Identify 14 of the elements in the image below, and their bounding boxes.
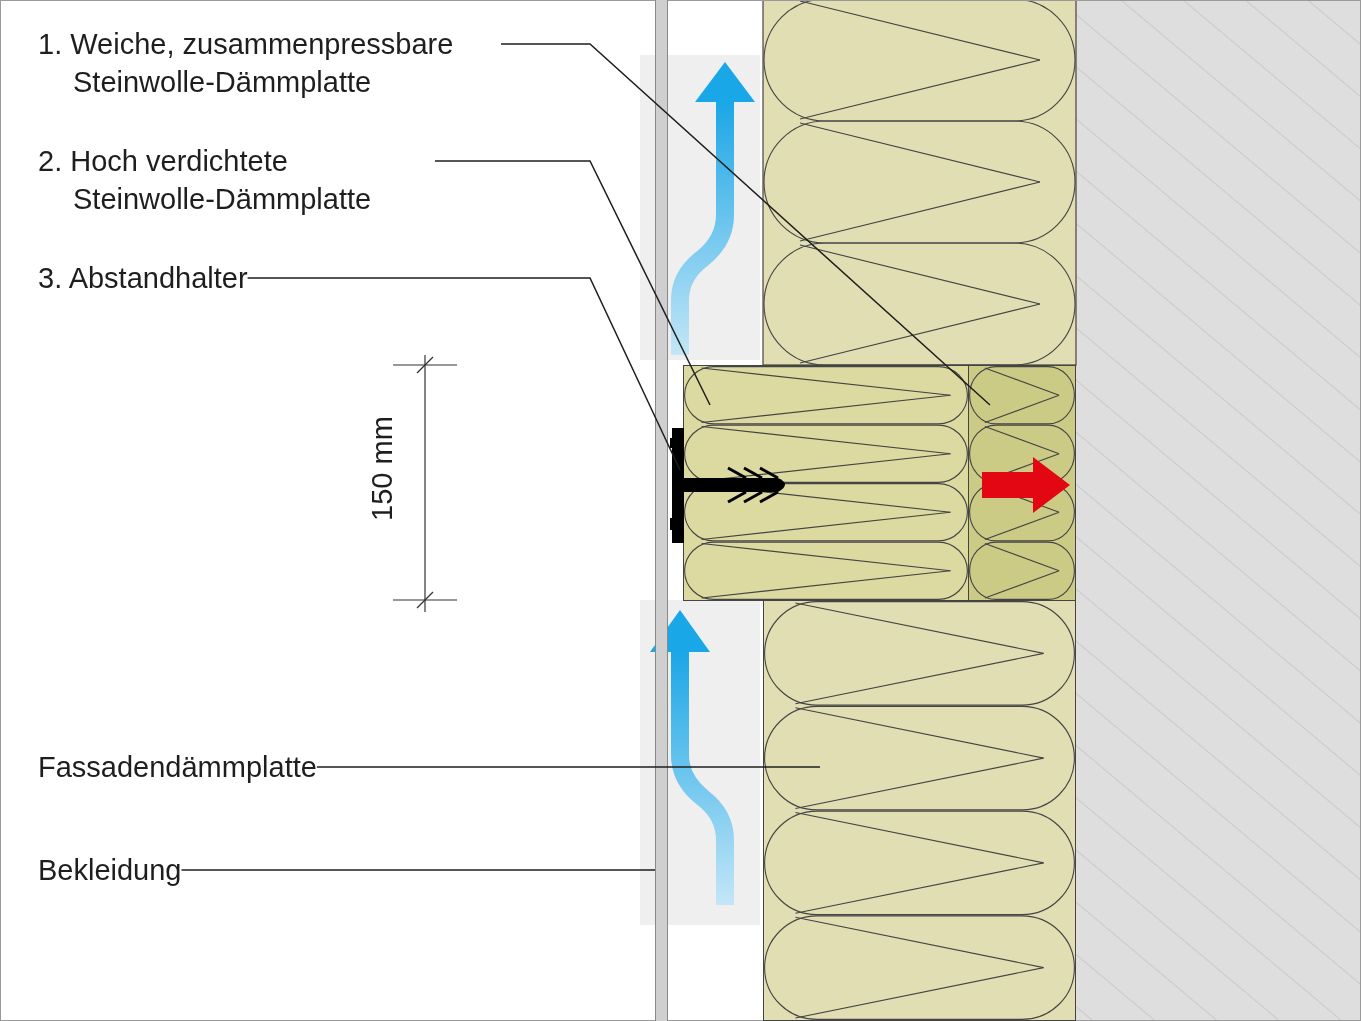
dense-insulation-board <box>683 365 969 601</box>
callout-text: Fassadendämmplatte <box>38 748 317 786</box>
cladding-panel <box>655 0 668 1021</box>
leader-line <box>316 766 821 768</box>
leader-line <box>246 277 681 471</box>
leader-line <box>434 160 711 406</box>
callout-text: 1. Weiche, zusammenpressbare Steinwolle-Dämmplatte <box>38 25 501 101</box>
leader-line <box>180 869 656 871</box>
leader-line <box>500 43 991 406</box>
callout-text: Bekleidung <box>38 851 182 889</box>
callout-text: 2. Hoch verdichtete Steinwolle-Dämmplatte <box>38 142 435 218</box>
dimension-text: 150 mm <box>365 416 399 521</box>
facade-insulation-board <box>763 600 1076 1021</box>
callout-text: 3. Abstandhalter <box>38 259 248 297</box>
